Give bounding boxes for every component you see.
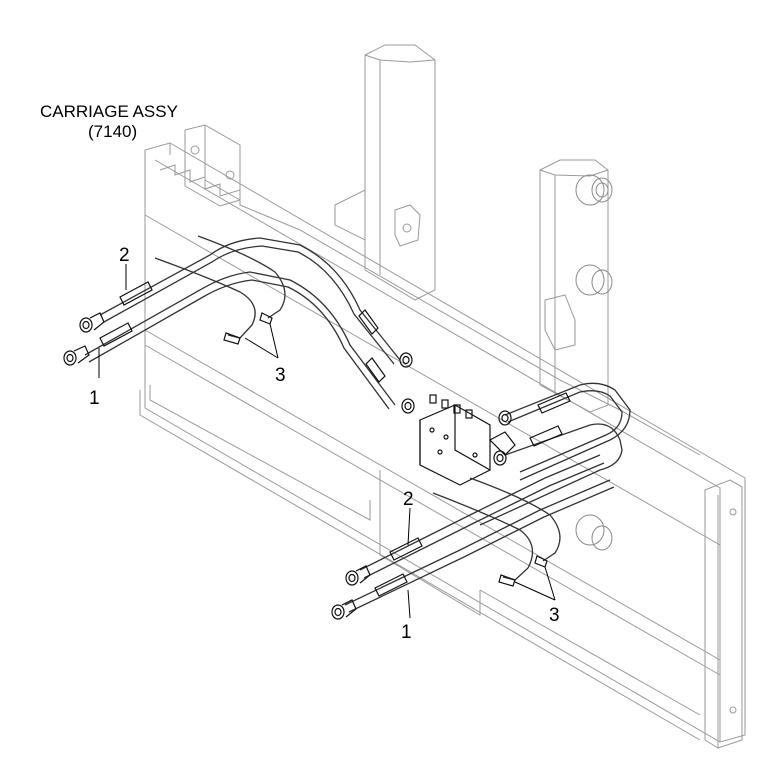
hose-fitting bbox=[401, 398, 415, 414]
hose-sleeve bbox=[537, 392, 571, 414]
callout-left-1: 1 bbox=[89, 388, 100, 409]
roller bbox=[575, 264, 613, 296]
carriage-frame bbox=[139, 44, 746, 749]
hose-fitting bbox=[498, 410, 512, 426]
callout-right-1: 1 bbox=[401, 622, 412, 643]
hose-sleeve bbox=[529, 425, 563, 447]
hose-sleeve bbox=[99, 322, 133, 347]
hose-sleeve bbox=[365, 357, 386, 383]
left-hose-set bbox=[63, 235, 415, 414]
hose-sleeve bbox=[119, 281, 153, 306]
callout-right-3: 3 bbox=[549, 605, 560, 626]
hose-fitting bbox=[345, 565, 371, 586]
hose-fitting bbox=[79, 312, 105, 333]
hose-sleeve bbox=[374, 573, 408, 597]
hose-fitting bbox=[331, 599, 357, 620]
assembly-title: CARRIAGE ASSY bbox=[40, 102, 178, 121]
right-hose-set bbox=[331, 382, 631, 620]
callout-left-3: 3 bbox=[275, 365, 286, 386]
assembly-number: (7140) bbox=[88, 122, 137, 141]
roller bbox=[575, 514, 613, 551]
hose-fitting bbox=[63, 345, 90, 366]
hose-sleeve bbox=[358, 309, 379, 335]
hose-fitting bbox=[399, 352, 413, 368]
leader-lines bbox=[98, 264, 556, 619]
roller bbox=[575, 174, 613, 206]
hose-fitting bbox=[493, 450, 507, 466]
callout-right-2: 2 bbox=[403, 489, 414, 510]
manifold-block bbox=[419, 394, 516, 486]
callout-left-2: 2 bbox=[119, 245, 130, 266]
hose-sleeve bbox=[389, 537, 423, 561]
